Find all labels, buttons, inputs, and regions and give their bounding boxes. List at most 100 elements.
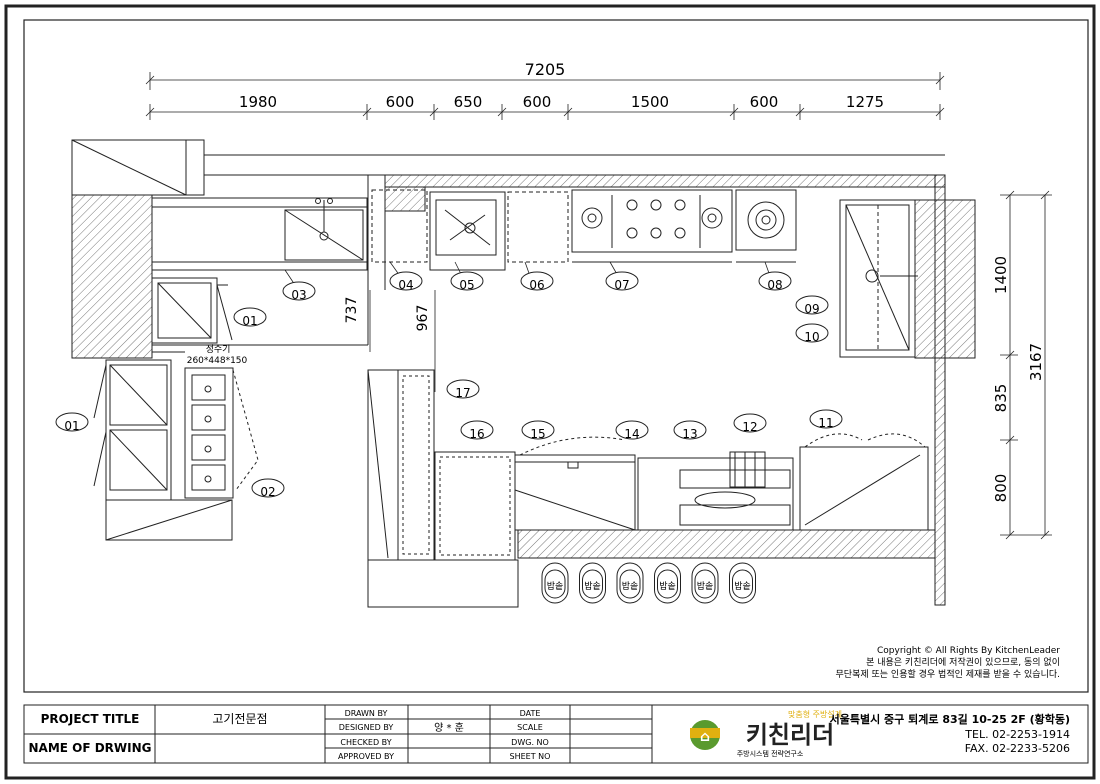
tag-03: 03: [291, 288, 306, 302]
dimension-tick-slash: [563, 107, 573, 117]
designed-by-label: DESIGNED BY: [339, 723, 394, 732]
dim-seg-1: 1980: [239, 93, 277, 111]
copyright-line-3: 무단복제 또는 인용할 경우 법적인 제재를 받을 수 있습니다.: [836, 668, 1060, 680]
dimension-tick-slash: [145, 107, 155, 117]
tag-10: 10: [804, 330, 819, 344]
counter-17-16: [367, 369, 519, 608]
title-block: [23, 704, 1089, 764]
gas-range-07: [571, 189, 733, 263]
tag-12: 12: [742, 420, 757, 434]
dim-right-mid: 835: [992, 384, 1010, 413]
dim-seg-7: 1275: [846, 93, 884, 111]
tag-13: 13: [682, 427, 697, 441]
dimension-tick-slash: [935, 107, 945, 117]
tag-oval: [758, 271, 792, 291]
svg-text:⌂: ⌂: [700, 729, 710, 745]
tag-oval: [521, 420, 555, 440]
approved-by-label: APPROVED BY: [338, 752, 394, 761]
company-fax: FAX. 02-2233-5206: [965, 742, 1070, 755]
tag-05: 05: [459, 278, 474, 292]
rice-cooker-label: 밥솥: [697, 581, 714, 592]
top-dimensions: [145, 72, 945, 120]
rice-cooker-label: 밥솥: [734, 581, 751, 592]
rack-05: [429, 191, 506, 271]
water-purifier-label: 정수기: [206, 344, 231, 355]
tag-oval: [450, 271, 484, 291]
tag-01: 01: [64, 419, 79, 433]
rice-cooker-seat-inner: [619, 569, 641, 599]
refrigerator-01-left: [93, 359, 172, 501]
drawer-unit-02: [184, 367, 259, 499]
tag-04: 04: [398, 278, 413, 292]
kitchen-walls: [367, 174, 976, 606]
sink-09: [839, 199, 918, 358]
company-logo: ⌂: [690, 720, 720, 750]
rice-cooker-label: 밥솥: [584, 581, 601, 592]
grill-13-12: [637, 451, 794, 531]
tag-oval: [389, 271, 423, 291]
tag-16: 16: [469, 427, 484, 441]
refrigerator-11: [799, 433, 929, 531]
company-subtitle: 주방시스템 전략연구소: [737, 749, 804, 758]
dim-inner-a: 737: [344, 297, 360, 324]
dim-seg-2: 600: [386, 93, 415, 111]
dim-right-bottom: 800: [992, 474, 1010, 503]
tag-oval: [251, 478, 285, 498]
tag-oval: [605, 271, 639, 291]
tag-01: 01: [242, 314, 257, 328]
copyright-line-1: Copyright © All Rights By KitchenLeader: [877, 646, 1060, 656]
dim-seg-4: 600: [523, 93, 552, 111]
dimension-tick-slash: [795, 107, 805, 117]
tag-oval: [282, 281, 316, 301]
dwg-no-label: DWG. NO: [511, 738, 549, 747]
dimension-tick-slash: [362, 107, 372, 117]
tag-17: 17: [455, 386, 470, 400]
rice-cooker-seat-inner: [694, 569, 716, 599]
company-tel: TEL. 02-2253-1914: [964, 728, 1070, 741]
drawn-by-label: DRAWN BY: [345, 709, 388, 718]
dimension-tick-slash: [497, 107, 507, 117]
company-address: 서울특별시 중구 퇴계로 83길 10-25 2F (황학동): [830, 712, 1070, 726]
designer-name: 양 * 훈: [434, 721, 464, 734]
sheet-no-label: SHEET NO: [510, 752, 551, 761]
drawing-name-label: NAME OF DRWING: [28, 741, 151, 755]
tag-oval: [460, 420, 494, 440]
cabinet-04: [371, 189, 428, 263]
water-purifier-area: [152, 344, 368, 353]
project-title-value: 고기전문점: [212, 712, 267, 726]
tag-oval: [795, 323, 829, 343]
tag-oval: [615, 420, 649, 440]
tag-oval: [733, 413, 767, 433]
dim-seg-5: 1500: [631, 93, 669, 111]
outer-border: [4, 4, 1096, 780]
dim-seg-6: 600: [750, 93, 779, 111]
tag-oval: [520, 271, 554, 291]
dim-total: 7205: [525, 60, 566, 79]
copyright-line-2: 본 내용은 키친리더에 저작권이 있으므로, 동의 없이: [866, 656, 1060, 668]
rice-cooker-seat-inner: [732, 569, 753, 599]
project-title-label: PROJECT TITLE: [41, 712, 140, 726]
dim-right-total: 3167: [1027, 343, 1045, 381]
tag-oval: [233, 307, 267, 327]
tag-oval: [795, 295, 829, 315]
cabinet-06: [507, 191, 569, 263]
prep-table-sink: [151, 197, 368, 271]
rice-cooker-seat-inner: [544, 569, 566, 599]
tag-08: 08: [767, 278, 782, 292]
dimension-tick-slash: [729, 107, 739, 117]
tag-oval: [809, 409, 843, 429]
tag-02: 02: [260, 485, 275, 499]
table-15-14: [514, 436, 636, 531]
stock-pot-08: [735, 189, 797, 263]
dim-right-top: 1400: [992, 256, 1010, 294]
tag-oval: [55, 412, 89, 432]
water-purifier-size: 260*448*150: [187, 356, 248, 366]
tag-07: 07: [614, 278, 629, 292]
rice-cooker-seat-inner: [582, 569, 603, 599]
dim-inner-b: 967: [415, 305, 431, 332]
company-tagline: 맞춤형 주방설계: [788, 709, 842, 719]
tag-11: 11: [818, 416, 833, 430]
equipment-tags: [55, 271, 843, 498]
